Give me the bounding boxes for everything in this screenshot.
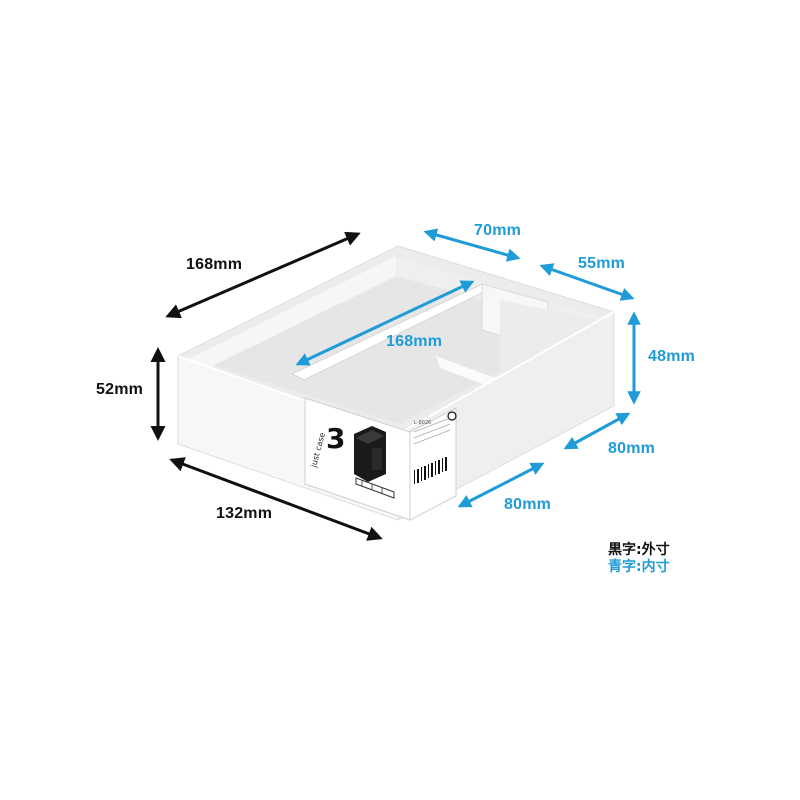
label-outer-width: 132mm bbox=[216, 505, 273, 522]
label-inner-depth: 168mm bbox=[386, 333, 443, 350]
brand-logo-icon bbox=[447, 411, 457, 421]
legend-outer: 黒字:外寸 bbox=[608, 542, 670, 558]
arrow-inner-front-bottom bbox=[457, 462, 545, 508]
arrow-outer-width bbox=[169, 457, 383, 541]
arrow-inner-front-right bbox=[563, 412, 631, 450]
label-outer-height: 52mm bbox=[96, 381, 144, 398]
label-inner-height: 48mm bbox=[648, 348, 696, 365]
label-outer-depth: 168mm bbox=[186, 256, 243, 273]
arrow-inner-width-left bbox=[423, 228, 521, 262]
barcode-icon bbox=[414, 457, 447, 484]
arrow-inner-depth bbox=[295, 280, 475, 366]
arrow-inner-width-right bbox=[539, 263, 635, 301]
outer-dimension-arrows bbox=[150, 231, 383, 541]
legend-inner: 青字:内寸 bbox=[608, 559, 670, 575]
inner-dimension-arrows bbox=[295, 228, 641, 508]
label-inner-width-right: 55mm bbox=[578, 255, 626, 272]
arrow-outer-depth bbox=[165, 231, 361, 319]
label-number: 3 bbox=[326, 422, 345, 455]
label-inner-width-left: 70mm bbox=[474, 222, 522, 239]
label-code: L-8026 bbox=[414, 420, 431, 426]
label-inner-front-right: 80mm bbox=[608, 440, 656, 457]
label-inner-front-bottom: 80mm bbox=[504, 496, 552, 513]
